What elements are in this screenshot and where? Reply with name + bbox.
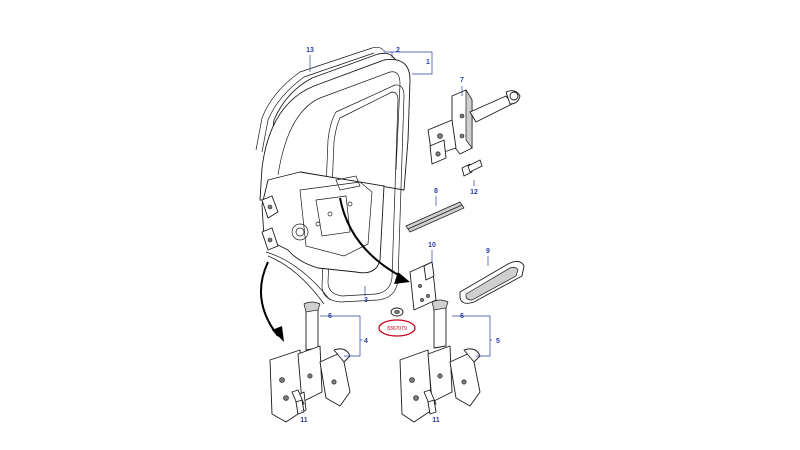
callout-13: 13 [306, 47, 314, 54]
glass-run-channel [255, 46, 384, 151]
leader-lines [301, 50, 492, 412]
highlighted-part-ref: 8367079 [378, 319, 416, 337]
callout-8: 8 [434, 188, 438, 195]
right-hinge-assembly [399, 299, 481, 423]
callout-11-left: 11 [300, 417, 308, 424]
callout-10: 10 [428, 242, 436, 249]
door-inner-panel [261, 171, 385, 274]
callout-7: 7 [460, 77, 464, 84]
door-frame [259, 58, 411, 201]
callout-5: 5 [496, 338, 500, 345]
lock-bracket [409, 261, 437, 311]
bolt-11-right [423, 389, 437, 415]
callout-2: 2 [396, 47, 400, 54]
callout-6-left: 6 [328, 313, 332, 320]
callout-labels: 13 2 1 7 12 8 10 9 3 6 4 6 5 11 11 [300, 47, 500, 424]
clip-fastener [390, 307, 404, 317]
door-seal [321, 84, 405, 303]
callout-11-right: 11 [432, 417, 440, 424]
left-hinge-assembly [269, 301, 351, 423]
door-handle [459, 261, 525, 304]
callout-3: 3 [364, 297, 368, 304]
bracket-arrow [339, 197, 410, 284]
callout-6-right: 6 [460, 313, 464, 320]
trim-strip [405, 201, 465, 233]
bolt-12 [461, 159, 483, 177]
callout-4: 4 [364, 338, 368, 345]
callout-1: 1 [426, 59, 430, 66]
callout-9: 9 [486, 248, 490, 255]
door-assembly [255, 46, 411, 305]
svg-text:8367079: 8367079 [387, 326, 407, 332]
callout-12: 12 [470, 189, 478, 196]
door-check-strap [427, 88, 521, 165]
hinge-arrow [259, 261, 284, 342]
